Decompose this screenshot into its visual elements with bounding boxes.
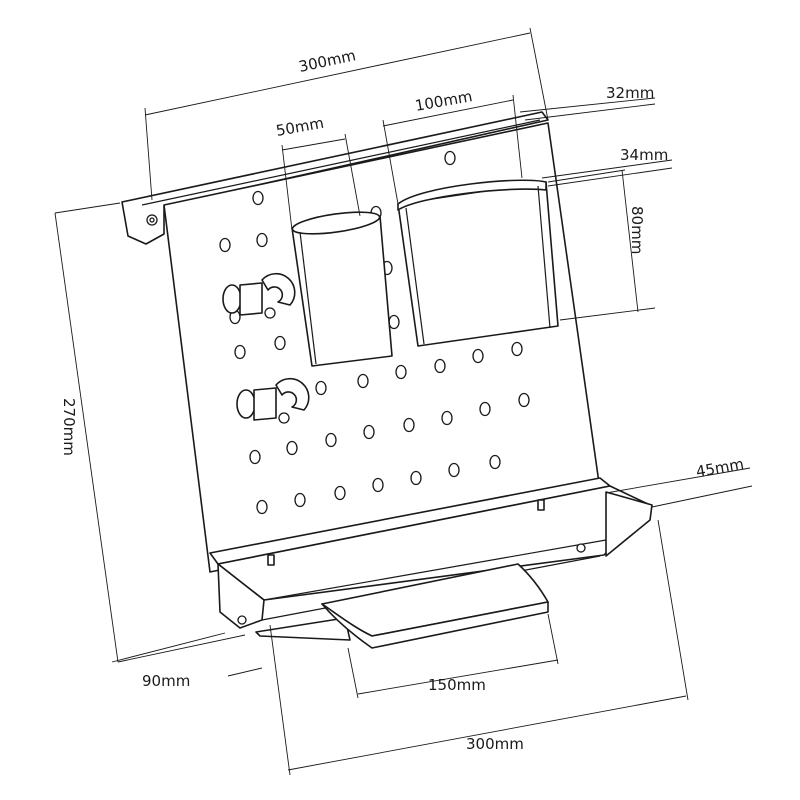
- peg-hole: [472, 348, 484, 364]
- dim-label-large-cup-depth: 34mm: [620, 146, 668, 164]
- peg-hole: [489, 454, 501, 470]
- dim-label-large-cup-height: 80mm: [628, 206, 646, 254]
- peg-hole: [219, 237, 231, 253]
- peg-hole: [286, 440, 298, 456]
- peg-hole: [315, 380, 327, 396]
- peg-hole: [395, 364, 407, 380]
- peg-hole: [434, 358, 446, 374]
- dim-label-tray-width: 150mm: [428, 676, 486, 694]
- dim-label-large-cup-top-depth: 32mm: [606, 84, 654, 102]
- peg-hole: [252, 190, 264, 206]
- peg-hole: [518, 392, 530, 408]
- pegboard-holes: [219, 150, 530, 515]
- dimension-lines: [54, 27, 753, 776]
- large-cup: [397, 179, 559, 347]
- dim-label-large-cup-width: 100mm: [414, 87, 474, 115]
- dim-label-shelf-lip: 45mm: [695, 455, 746, 481]
- peg-hole: [441, 410, 453, 426]
- dim-label-small-cup-width: 50mm: [275, 114, 326, 140]
- hook-upper: [222, 272, 296, 319]
- hook-lower: [236, 377, 310, 424]
- peg-hole: [410, 470, 422, 486]
- peg-hole: [256, 232, 268, 248]
- peg-hole: [444, 150, 456, 166]
- dim-label-shelf-depth: 90mm: [142, 672, 190, 690]
- peg-hole: [249, 449, 261, 465]
- peg-hole: [479, 401, 491, 417]
- peg-hole: [403, 417, 415, 433]
- peg-hole: [256, 499, 268, 515]
- peg-hole: [448, 462, 460, 478]
- dim-label-shelf-width: 300mm: [466, 735, 524, 753]
- peg-hole: [372, 477, 384, 493]
- small-cup: [291, 211, 393, 367]
- peg-hole: [511, 341, 523, 357]
- peg-hole: [294, 492, 306, 508]
- peg-hole: [274, 335, 286, 351]
- peg-hole: [363, 424, 375, 440]
- peg-hole: [334, 485, 346, 501]
- peg-hole: [388, 314, 400, 330]
- top-bracket: [121, 111, 549, 245]
- peg-hole: [234, 344, 246, 360]
- peg-hole: [357, 373, 369, 389]
- front-tray: [321, 563, 549, 649]
- peg-hole: [325, 432, 337, 448]
- dim-label-board-height: 270mm: [60, 398, 78, 456]
